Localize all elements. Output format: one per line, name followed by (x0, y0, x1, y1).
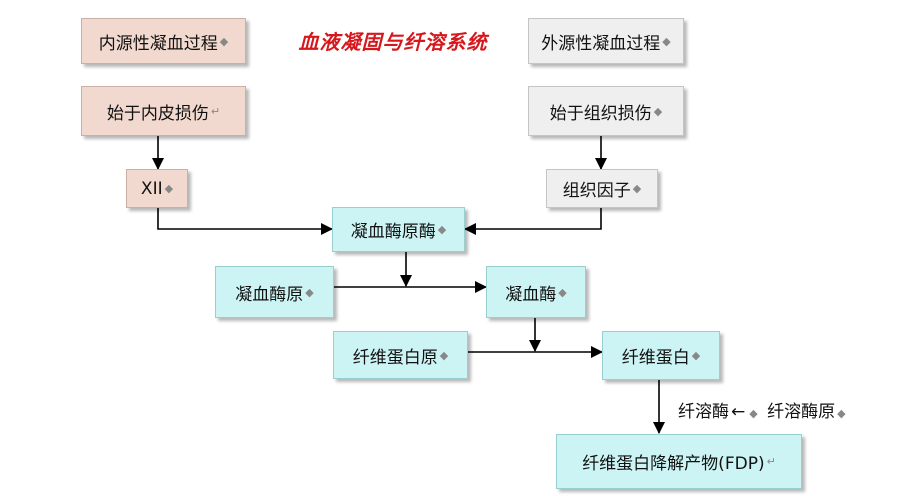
paragraph-mark: ◆ (558, 285, 567, 299)
prothrombin-activator-label: 凝血酶原酶 (350, 222, 436, 242)
extrinsic-pathway-label: 外源性凝血过程 (541, 33, 661, 54)
paragraph-mark: ◆ (219, 34, 229, 48)
diagram-title: 血液凝固与纤溶系统 (298, 30, 488, 54)
fibrin-label: 纤维蛋白 (621, 348, 690, 368)
tissue-factor-box: 组织因子◆ (546, 169, 658, 208)
fibrin-box: 纤维蛋白◆ (602, 331, 720, 380)
tissue-factor-label: 组织因子 (562, 181, 631, 201)
arrow-left-icon: ← (731, 402, 746, 422)
paragraph-mark: ◆ (439, 348, 449, 362)
plasmin-annotation: 纤溶酶←◆ 纤溶酶原◆ (678, 397, 846, 422)
fibrinogen-label: 纤维蛋白原 (352, 347, 438, 368)
prothrombin-label: 凝血酶原 (235, 284, 304, 305)
fdp-label: 纤维蛋白降解产物(FDP) (582, 454, 765, 474)
endothelial-injury-label: 始于内皮损伤 (106, 103, 209, 124)
paragraph-mark: ◆ (437, 223, 447, 236)
prothrombin-activator-box: 凝血酶原酶◆ (332, 207, 465, 252)
intrinsic-pathway-box: 内源性凝血过程◆ (81, 18, 246, 64)
fibrinogen-box: 纤维蛋白原◆ (333, 331, 468, 379)
paragraph-mark: ◆ (653, 104, 663, 118)
paragraph-mark: ◆ (662, 34, 671, 48)
arrow-factor-to-activator (464, 208, 602, 235)
paragraph-mark: ◆ (837, 407, 846, 420)
paragraph-mark: ◆ (164, 182, 174, 195)
plasminogen-label: 纤溶酶原 (767, 402, 836, 422)
factor-xii-label: XII (140, 178, 163, 199)
paragraph-mark: ↵ (210, 104, 221, 118)
fdp-box: 纤维蛋白降解产物(FDP)↵ (556, 434, 802, 489)
tissue-injury-label: 始于组织损伤 (549, 103, 652, 124)
tissue-injury-box: 始于组织损伤◆ (528, 86, 684, 136)
paragraph-mark: ◆ (749, 407, 758, 420)
extrinsic-pathway-box: 外源性凝血过程◆ (528, 18, 684, 64)
intrinsic-pathway-label: 内源性凝血过程 (98, 33, 218, 54)
plasmin-label: 纤溶酶 (678, 402, 729, 422)
prothrombin-box: 凝血酶原◆ (215, 266, 334, 318)
paragraph-mark: ◆ (305, 285, 314, 299)
thrombin-label: 凝血酶 (505, 284, 557, 305)
paragraph-mark: ◆ (632, 182, 642, 195)
paragraph-mark: ↵ (766, 455, 776, 468)
paragraph-mark: ◆ (691, 349, 701, 362)
endothelial-injury-box: 始于内皮损伤↵ (81, 86, 246, 136)
factor-xii-box: XII◆ (126, 169, 188, 208)
arrow-xii-to-activator (157, 208, 333, 235)
thrombin-box: 凝血酶◆ (486, 266, 586, 318)
